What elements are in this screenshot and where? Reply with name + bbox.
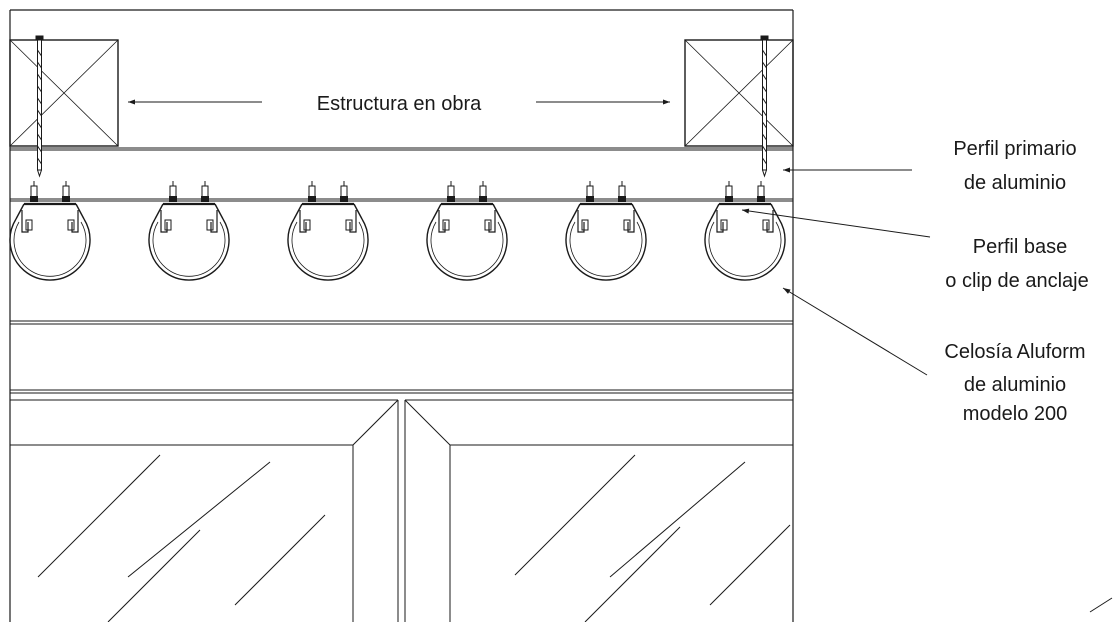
base-clip-edge (492, 203, 502, 220)
label-lattice-line3: modelo 200 (963, 403, 1068, 425)
clip-screw-head (447, 196, 455, 202)
clip-screw-head (201, 196, 209, 202)
clip-screw-head (725, 196, 733, 202)
louver-body (9, 218, 91, 281)
clip-screw-head (308, 196, 316, 202)
clip-screw-head (479, 196, 487, 202)
louver-body-inner (569, 221, 643, 277)
base-clip-edge (293, 203, 303, 220)
louver-hook-tab (581, 219, 589, 231)
window-panel-right (404, 399, 793, 622)
clip-screw-head (757, 196, 765, 202)
louver-body (287, 218, 369, 281)
louver-body (704, 218, 786, 281)
louver-hook (210, 210, 218, 233)
louver-hook-tab (303, 219, 311, 231)
label-primary-profile-line1: Perfil primario (953, 138, 1076, 160)
louver-hook (488, 210, 496, 233)
base-clip-edge (432, 203, 442, 220)
louver-hook-tab (442, 219, 450, 231)
window-panel-left (10, 399, 399, 622)
site-structure-right (684, 39, 794, 147)
louver-body (565, 218, 647, 281)
base-clip-edge (571, 203, 581, 220)
louver-hook (627, 210, 635, 233)
base-clip-edge (214, 203, 224, 220)
annotation-leaders (128, 99, 1113, 613)
louver-hook (160, 210, 168, 233)
louver-hook-tab (762, 219, 770, 231)
clip-screw-head (62, 196, 70, 202)
louver-body (148, 218, 230, 281)
base-clip-edge (154, 203, 164, 220)
louver-hook-tab (720, 219, 728, 231)
clip-screw-head (30, 196, 38, 202)
louver-profile (148, 181, 230, 281)
louver-body-inner (430, 221, 504, 277)
louver-hook-tab (484, 219, 492, 231)
label-primary-profile-line2: de aluminio (964, 172, 1066, 194)
louver-profile (426, 181, 508, 281)
louver-hook (299, 210, 307, 233)
clip-screw-head (618, 196, 626, 202)
louver-hook-tab (25, 219, 33, 231)
louver-hook-tab (345, 219, 353, 231)
clip-screw-head (169, 196, 177, 202)
louver-hook (349, 210, 357, 233)
label-site-structure: Estructura en obra (317, 93, 482, 115)
base-clip-edge (631, 203, 641, 220)
louver-hook (21, 210, 29, 233)
base-clip-edge (15, 203, 25, 220)
louver-profile (565, 181, 647, 281)
louver-hook (716, 210, 724, 233)
louver-hook-tab (67, 219, 75, 231)
label-base-profile-line2: o clip de anclaje (945, 270, 1088, 292)
louver-body-inner (13, 221, 87, 277)
louver-body-inner (152, 221, 226, 277)
louver-hook-tab (623, 219, 631, 231)
base-clip-edge (770, 203, 780, 220)
base-clip-edge (353, 203, 363, 220)
lower-frame (10, 320, 793, 394)
louver-hook-tab (164, 219, 172, 231)
label-base-profile-line1: Perfil base (973, 236, 1068, 258)
primary-profile (10, 147, 793, 202)
label-lattice-line1: Celosía Aluform (944, 341, 1085, 363)
louver-profile (287, 181, 369, 281)
base-clip-edge (75, 203, 85, 220)
louver-body-inner (708, 221, 782, 277)
louver-hook-tab (206, 219, 214, 231)
clip-screw-head (586, 196, 594, 202)
anchor-screw-right (760, 35, 769, 178)
anchor-screw-left (35, 35, 44, 178)
louver-body (426, 218, 508, 281)
louver-hook (438, 210, 446, 233)
base-clip-edge (710, 203, 720, 220)
clip-screw-head (340, 196, 348, 202)
louver-hook (766, 210, 774, 233)
label-lattice-line2: de aluminio (964, 374, 1066, 396)
site-structure-left (9, 39, 119, 147)
louver-profile (9, 181, 91, 281)
louver-row (9, 181, 786, 281)
louver-profile (704, 181, 786, 281)
louver-hook (577, 210, 585, 233)
louver-body-inner (291, 221, 365, 277)
louver-hook (71, 210, 79, 233)
